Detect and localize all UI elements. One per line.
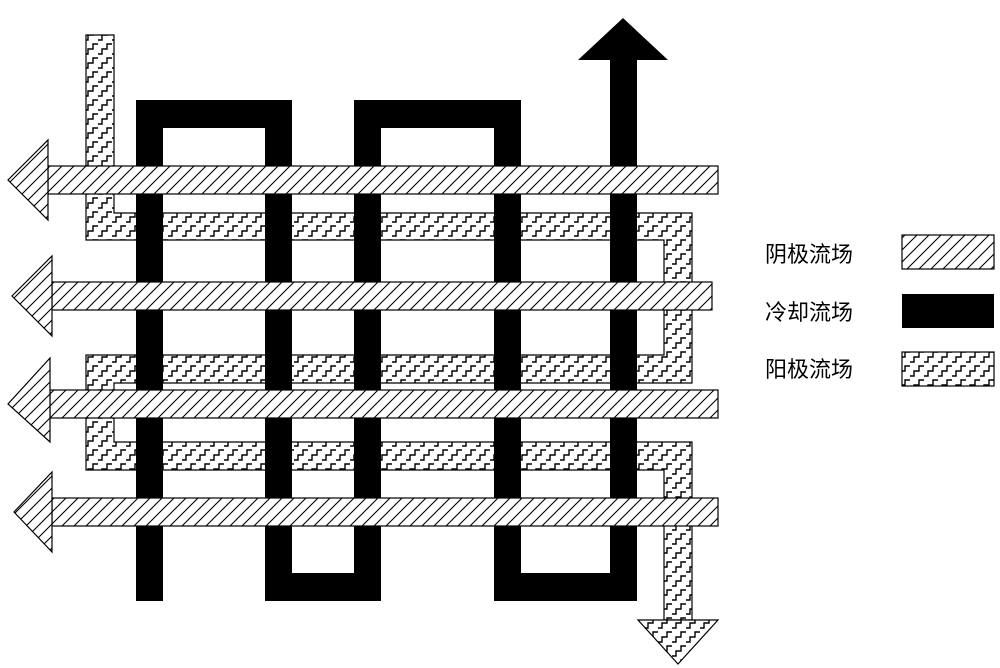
cathode-flow-channels	[7, 138, 719, 554]
cathode-channel-3	[7, 356, 719, 444]
cathode-arrow-1	[7, 138, 49, 222]
cooling-serpentine-path	[136, 60, 637, 601]
legend-label-cathode: 阴极流场	[765, 243, 853, 268]
legend-label-cooling: 冷却流场	[765, 301, 853, 326]
cathode-channel-4	[13, 470, 719, 554]
cathode-arrow-2	[11, 254, 53, 338]
cathode-arrow-3	[7, 356, 51, 444]
legend-item-cooling: 冷却流场	[765, 294, 994, 328]
cooling-flow-channel	[136, 18, 668, 601]
legend-swatch-anode	[901, 351, 995, 387]
cathode-channel-2	[11, 254, 713, 338]
legend-swatch-cathode	[901, 234, 995, 270]
anode-outlet-arrow	[636, 619, 720, 665]
legend-item-cathode: 阴极流场	[765, 234, 995, 270]
cooling-outlet-arrow	[578, 18, 668, 60]
legend: 阴极流场 冷却流场 阳极流场	[765, 234, 995, 387]
legend-item-anode: 阳极流场	[765, 351, 995, 387]
legend-swatch-cooling	[902, 294, 994, 328]
cathode-channel-1	[7, 138, 719, 222]
legend-label-anode: 阳极流场	[765, 358, 853, 383]
cathode-arrow-4	[13, 470, 53, 554]
